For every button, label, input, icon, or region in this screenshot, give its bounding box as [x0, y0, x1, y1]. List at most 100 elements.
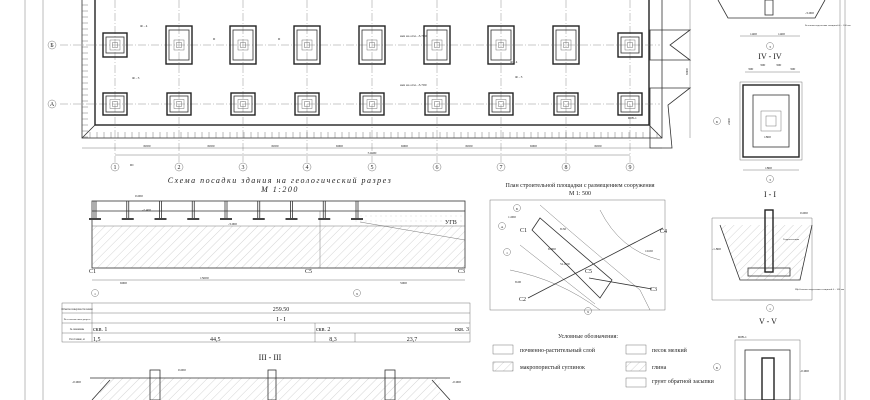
section-mark: II — [213, 37, 216, 41]
footing-f3 — [498, 101, 504, 107]
axis-label: Б — [716, 120, 718, 124]
axis-label: 1 — [94, 292, 96, 296]
elevation-value: 259.50 — [273, 307, 290, 313]
level-mark: 0.000 — [135, 194, 143, 198]
dimension: 300 — [748, 67, 754, 71]
footing-f3 — [434, 101, 440, 107]
well-label: С5 — [585, 269, 592, 275]
axis-label-7: 7 — [500, 165, 503, 171]
level-mark: 0.000 — [800, 211, 808, 215]
footing — [154, 218, 167, 220]
footing — [187, 218, 200, 220]
footing-f3 — [627, 101, 633, 107]
axis-bubble — [353, 289, 361, 297]
row-label: Отметка поверхности земли — [61, 308, 93, 311]
footing-f3 — [369, 101, 375, 107]
dimension: 300 — [776, 63, 782, 67]
axis-bubble-1 — [110, 162, 120, 172]
footing-f4 — [563, 42, 569, 48]
footing-f3 — [304, 101, 310, 107]
axis-bubble-5 — [367, 162, 377, 172]
level-mark: -0.900 — [800, 369, 809, 373]
footing-f3 — [237, 99, 249, 109]
footing-f4 — [358, 25, 386, 65]
site-plan-title: План строительной площадки с размещением… — [505, 182, 654, 189]
contour-label: 8.00 — [515, 280, 521, 284]
footing — [351, 218, 363, 220]
note: Гидроизоляция — [783, 238, 800, 241]
row-label: № скважины — [70, 328, 84, 331]
well-line-c2-c4 — [527, 227, 664, 299]
legend-swatch — [625, 377, 647, 388]
section-title-v: V - V — [759, 317, 777, 326]
legend-item: почвенно-растительный слой — [520, 347, 596, 354]
axis-bubble-9 — [625, 162, 635, 172]
pit-corner — [81, 124, 96, 139]
footing-f3 — [109, 99, 121, 109]
footing-f3 — [624, 99, 636, 109]
footing-f3 — [105, 95, 125, 113]
axis-label: 1 — [769, 307, 771, 311]
axis-label-8: 8 — [565, 165, 568, 171]
dimension: 6000 — [336, 144, 343, 148]
footing-f3 — [620, 95, 640, 113]
well-label: С3 — [650, 287, 657, 293]
footing — [285, 218, 298, 220]
footing-f3 — [230, 92, 256, 116]
footing-f3 — [176, 101, 182, 107]
footing-f4 — [173, 39, 185, 51]
dimension: 2400 — [727, 118, 731, 125]
footing-f3 — [431, 99, 443, 109]
footing-label: Ф - 4 — [510, 60, 518, 64]
footing-f3 — [102, 92, 128, 116]
axis-bubble-2 — [174, 162, 184, 172]
footing-f3 — [366, 99, 378, 109]
axis-bubble-a — [47, 99, 57, 109]
footing-f3 — [301, 99, 313, 109]
footing-f3 — [495, 99, 507, 109]
dimension: 300 — [790, 67, 796, 71]
footing-f4 — [366, 39, 378, 51]
well-label-c3: С3 — [458, 269, 465, 275]
note-label: ШВ-1 — [628, 116, 637, 120]
section-mark: II — [278, 37, 281, 41]
section-title: III - III — [259, 353, 282, 362]
footing-f4 — [555, 29, 577, 61]
footing-detail-f1 — [649, 87, 692, 149]
footing — [89, 218, 101, 220]
footing-f3 — [617, 92, 643, 116]
footing-f4 — [165, 25, 193, 65]
axis-label: 3 — [769, 178, 771, 182]
footing-f4 — [487, 25, 515, 65]
axis-label: Б — [716, 366, 718, 370]
dimension: 6000 — [595, 144, 602, 148]
footing-f4 — [495, 39, 507, 51]
axis-label-1: 1 — [114, 165, 117, 171]
footing — [220, 218, 232, 220]
layer-boundary — [359, 221, 466, 241]
footing-f3 — [491, 95, 511, 113]
level-mark: -3.000 — [228, 222, 237, 226]
dimension: 1400 — [750, 32, 757, 36]
footing-f4 — [361, 29, 383, 61]
footing-f1 — [627, 42, 633, 48]
footing-f3 — [563, 101, 569, 107]
dim-label: 6.000 — [548, 247, 556, 251]
dimension: 6000 — [208, 144, 215, 148]
footing-f1 — [102, 32, 128, 58]
footing-f4 — [237, 39, 249, 51]
footing-f3 — [553, 92, 579, 116]
footing-f3 — [240, 101, 246, 107]
footing-detail-f1 — [649, 29, 692, 61]
row-label: № геологического разреза — [64, 318, 91, 321]
footing-level: низ на отм. -3.700 — [400, 34, 427, 38]
footing-f3 — [560, 99, 572, 109]
axis-label-a: А — [50, 102, 55, 108]
dimension: 1800 — [764, 135, 771, 139]
footing-f4 — [232, 29, 254, 61]
axis-label: 9 — [356, 292, 358, 296]
footing-f4 — [229, 25, 257, 65]
well-line-c5-c3 — [588, 277, 653, 290]
dimension-right: 6000 — [685, 68, 689, 75]
